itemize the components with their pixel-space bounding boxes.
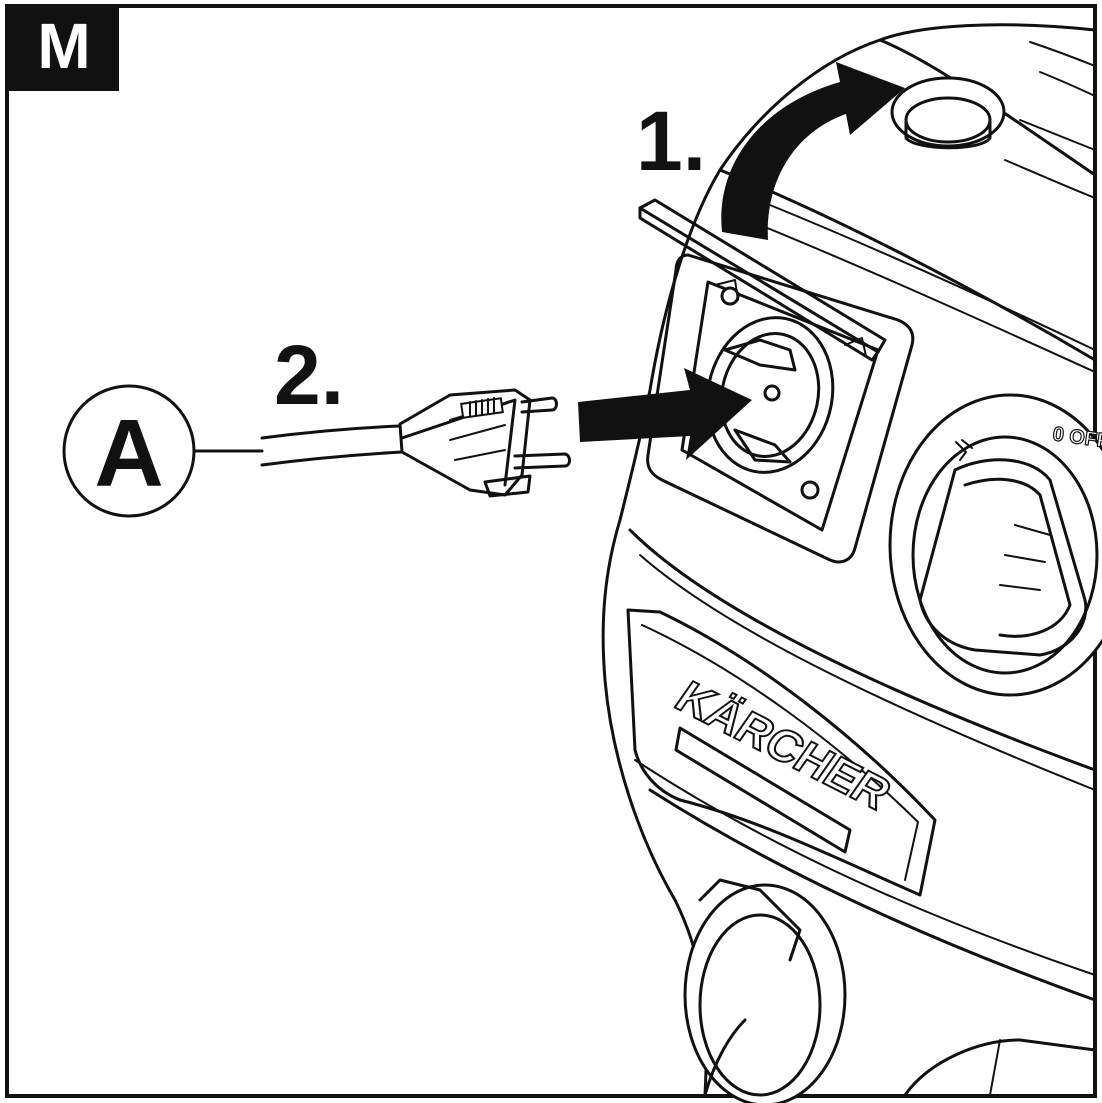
plug-symbol-icon	[955, 439, 973, 461]
curved-arrow-icon	[721, 62, 905, 240]
appliance-socket	[638, 198, 915, 564]
callout-a: A	[62, 384, 196, 518]
power-plug	[260, 388, 571, 498]
step-1-label: 1.	[636, 94, 706, 188]
step-2-label: 2.	[274, 328, 344, 422]
panel-letter-badge: M	[9, 8, 119, 91]
callout-a-letter: A	[94, 400, 163, 507]
rotary-switch: 0 OFF	[888, 393, 1102, 697]
insert-arrow-icon	[578, 368, 752, 460]
plug-grip-icon	[460, 397, 504, 419]
panel-letter: M	[37, 10, 90, 82]
